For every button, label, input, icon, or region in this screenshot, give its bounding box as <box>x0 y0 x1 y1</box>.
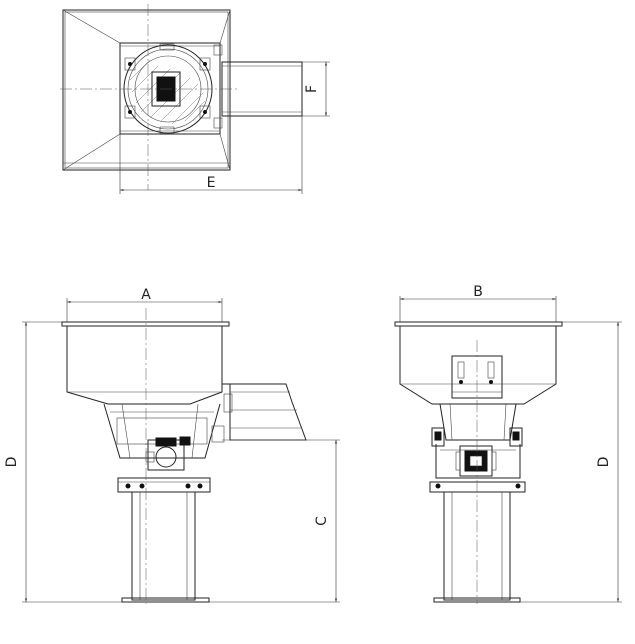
dimension-b: B <box>399 284 557 322</box>
dimension-e: E <box>119 116 303 194</box>
side-view-mounts <box>431 427 523 447</box>
dimension-c: C <box>209 439 340 603</box>
side-view-motor <box>455 445 497 477</box>
top-view-chute <box>221 61 303 117</box>
dimension-label-f: F <box>304 85 320 93</box>
dimension-a: A <box>66 287 223 322</box>
dimension-label-e: E <box>207 175 216 191</box>
dimension-d-right: D <box>520 321 622 603</box>
top-view: E F <box>60 4 330 194</box>
dimension-label-a: A <box>141 287 151 303</box>
dimension-label-d-right: D <box>596 457 612 468</box>
dimension-label-c: C <box>314 516 330 526</box>
dimension-label-d-left: D <box>4 457 20 468</box>
dimension-label-b: B <box>473 284 483 300</box>
front-view-motor <box>145 425 225 471</box>
front-view-chute <box>222 383 307 441</box>
dimension-f: F <box>302 61 330 117</box>
front-view: A D C <box>4 287 340 604</box>
dimension-d-left: D <box>4 321 122 603</box>
side-view: B D <box>394 284 622 604</box>
top-view-brackets <box>124 43 223 134</box>
